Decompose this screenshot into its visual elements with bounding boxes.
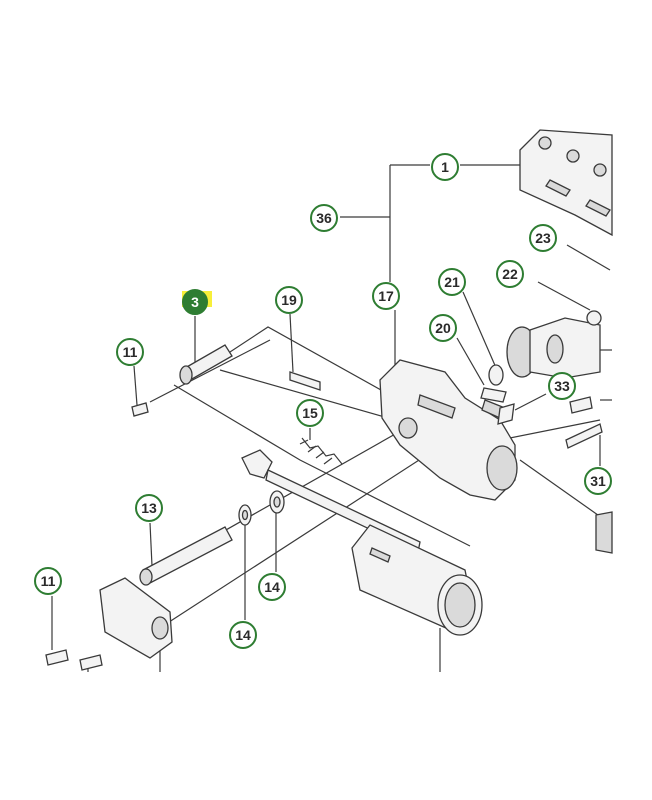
callout-label: 14 <box>235 627 251 643</box>
callout-label: 21 <box>444 274 460 290</box>
part-adjust-screw <box>131 344 233 417</box>
callout-36[interactable]: 36 <box>310 204 338 232</box>
callout-17[interactable]: 17 <box>372 282 400 310</box>
callout-14-lower[interactable]: 14 <box>229 621 257 649</box>
part-washers <box>238 490 285 526</box>
callout-11-top[interactable]: 11 <box>116 338 144 366</box>
callout-label: 11 <box>41 573 56 589</box>
callout-ring <box>372 282 400 310</box>
part-bevel-gear <box>506 310 602 379</box>
part-gear-housing <box>379 359 518 501</box>
callout-1[interactable]: 1 <box>431 153 459 181</box>
callout-label: 36 <box>316 210 332 226</box>
callout-13[interactable]: 13 <box>135 494 163 522</box>
callout-23[interactable]: 23 <box>529 224 557 252</box>
callout-label: 23 <box>535 230 551 246</box>
callout-label: 11 <box>123 344 138 360</box>
callout-ring <box>496 260 524 288</box>
callout-label: 33 <box>554 378 570 394</box>
callout-ring <box>438 268 466 296</box>
part-top-cover <box>519 129 613 237</box>
callout-19[interactable]: 19 <box>275 286 303 314</box>
leader-lines <box>51 164 612 672</box>
callout-ring <box>135 494 163 522</box>
part-shaft <box>139 526 233 586</box>
callout-label: 15 <box>302 405 318 421</box>
callout-ring <box>229 621 257 649</box>
callout-label: 22 <box>502 266 518 282</box>
callout-11-bottom[interactable]: 11 <box>34 567 62 595</box>
part-spring <box>299 437 343 465</box>
callouts: 1 36 23 22 21 17 19 3 <box>34 153 612 649</box>
callout-ring <box>548 372 576 400</box>
callout-label: 1 <box>441 159 449 175</box>
callout-label: 20 <box>435 320 451 336</box>
callout-22[interactable]: 22 <box>496 260 524 288</box>
callout-ring <box>258 573 286 601</box>
part-end-cap <box>45 577 173 671</box>
callout-ring <box>116 338 144 366</box>
callout-21[interactable]: 21 <box>438 268 466 296</box>
callout-label: 13 <box>141 500 157 516</box>
callout-ring <box>431 153 459 181</box>
callout-3-highlighted[interactable]: 3 <box>182 289 212 315</box>
callout-ring <box>529 224 557 252</box>
part-small-bits <box>289 364 613 554</box>
callout-label: 14 <box>264 579 280 595</box>
callout-ring <box>34 567 62 595</box>
callout-label: 3 <box>191 294 199 310</box>
callout-ring <box>429 314 457 342</box>
callout-33[interactable]: 33 <box>548 372 576 400</box>
callout-label: 31 <box>590 473 606 489</box>
callout-ring <box>182 289 208 315</box>
callout-ring <box>275 286 303 314</box>
callout-31[interactable]: 31 <box>584 467 612 495</box>
part-handle-sleeve <box>351 524 483 636</box>
callout-ring <box>584 467 612 495</box>
callout-20[interactable]: 20 <box>429 314 457 342</box>
callout-label: 19 <box>281 292 297 308</box>
callout-label: 17 <box>378 288 394 304</box>
callout-ring <box>296 399 324 427</box>
callout-14-upper[interactable]: 14 <box>258 573 286 601</box>
callout-15[interactable]: 15 <box>296 399 324 427</box>
callout-ring <box>310 204 338 232</box>
